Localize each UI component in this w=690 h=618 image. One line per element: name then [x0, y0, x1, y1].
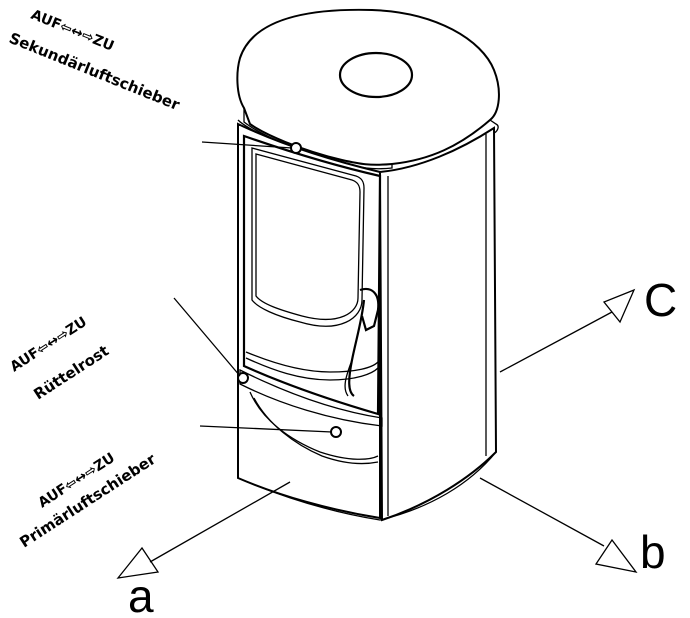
ash-drawer	[239, 368, 383, 465]
axis-c	[499, 288, 636, 373]
primary-air-knob[interactable]	[330, 426, 342, 438]
door-handle[interactable]	[344, 287, 380, 397]
axis-a-label: a	[128, 570, 154, 618]
secondary-air-knob[interactable]	[290, 142, 302, 154]
flue-outlet-circle	[338, 51, 414, 99]
axis-b	[479, 477, 638, 573]
axis-a	[116, 481, 291, 579]
secondary-leader-line	[201, 141, 293, 149]
stove-door	[242, 134, 382, 416]
primary-leader-line	[199, 425, 333, 433]
stove-top	[236, 8, 500, 173]
axis-b-label: b	[640, 526, 666, 578]
stove-body	[237, 122, 498, 522]
axis-c-label: C	[644, 274, 677, 326]
grate-leader-line	[173, 297, 241, 377]
grate-shaker-knob[interactable]	[237, 372, 249, 384]
